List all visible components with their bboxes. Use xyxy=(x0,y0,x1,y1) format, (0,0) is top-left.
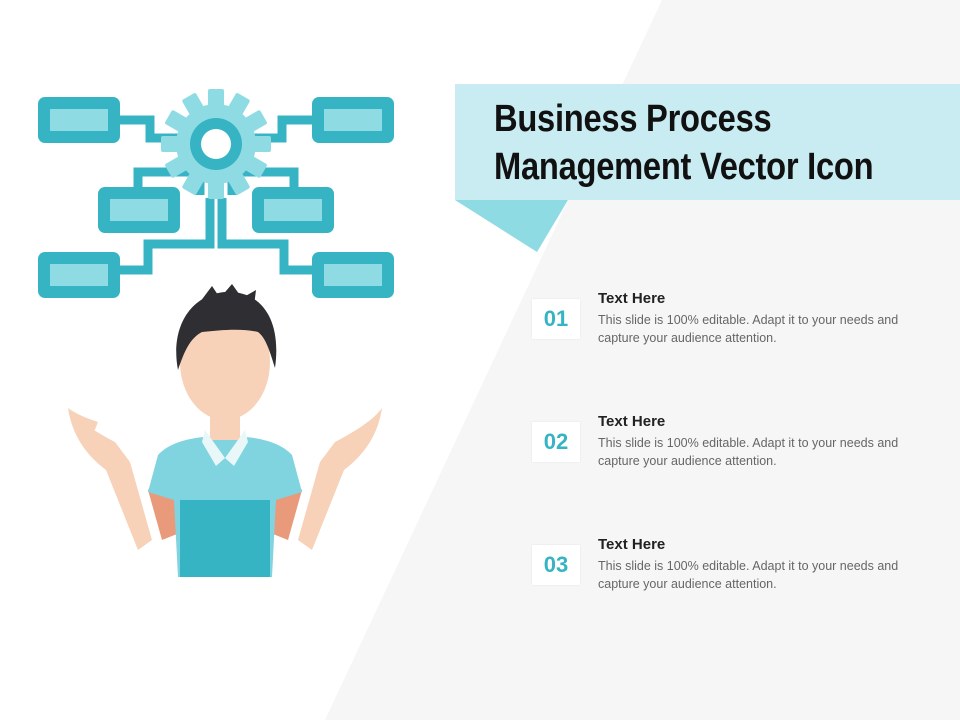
item-description: This slide is 100% editable. Adapt it to… xyxy=(598,313,899,345)
item-heading: Text Here xyxy=(598,536,666,553)
title-banner-fold xyxy=(455,200,568,252)
list-item-1: 01 Text Here This slide is 100% editable… xyxy=(532,290,932,370)
process-box-icon-5 xyxy=(38,252,120,298)
item-number-badge: 03 xyxy=(532,545,580,585)
gear-icon xyxy=(161,89,271,199)
process-box-icon-4 xyxy=(252,187,334,233)
page-title-line-2: Management Vector Icon xyxy=(494,146,874,188)
page-title-line-1: Business Process xyxy=(494,98,772,140)
process-box-icon-6 xyxy=(312,252,394,298)
title-banner xyxy=(455,84,960,200)
item-number-badge: 02 xyxy=(532,422,580,462)
item-description: This slide is 100% editable. Adapt it to… xyxy=(598,559,899,591)
item-description: This slide is 100% editable. Adapt it to… xyxy=(598,436,899,468)
item-heading: Text Here xyxy=(598,413,666,430)
list-item-3: 03 Text Here This slide is 100% editable… xyxy=(532,536,932,616)
process-box-icon-3 xyxy=(98,187,180,233)
business-process-illustration xyxy=(38,89,394,577)
businessman-illustration xyxy=(68,284,382,577)
process-box-icon-1 xyxy=(38,97,120,143)
item-number-badge: 01 xyxy=(532,299,580,339)
list-item-2: 02 Text Here This slide is 100% editable… xyxy=(532,413,932,493)
process-box-icon-2 xyxy=(312,97,394,143)
page-title: Business Process Management Vector Icon xyxy=(494,95,881,191)
item-heading: Text Here xyxy=(598,290,666,307)
